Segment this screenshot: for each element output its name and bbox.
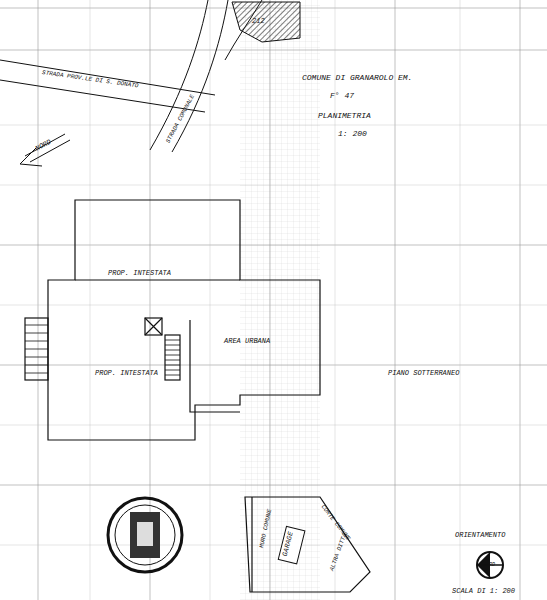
plan-label: ALTRA DITTA [329,533,348,572]
plan-label: ORIENTAMENTO [455,532,505,539]
plan-label: SCALA DI 1: 200 [452,588,515,595]
plan-label: PLANIMETRIA [318,112,371,120]
plan-label: F° 47 [330,92,354,100]
plan-label: NORD [34,139,52,153]
plan-title: COMUNE DI GRANAROLO EM. [302,74,412,82]
plan-label: AREA URBANA [224,338,270,345]
plan-label: 1: 200 [338,130,367,138]
plan-label: PIANO SOTTERRANEO [388,370,459,377]
plan-label: PROP. INTESTATA [95,370,158,377]
plan-label: 212 [252,18,265,25]
plan-label: PROP. INTESTATA [108,270,171,277]
plan-label: NORD [483,563,495,568]
room-name: GARAGE [282,531,295,557]
